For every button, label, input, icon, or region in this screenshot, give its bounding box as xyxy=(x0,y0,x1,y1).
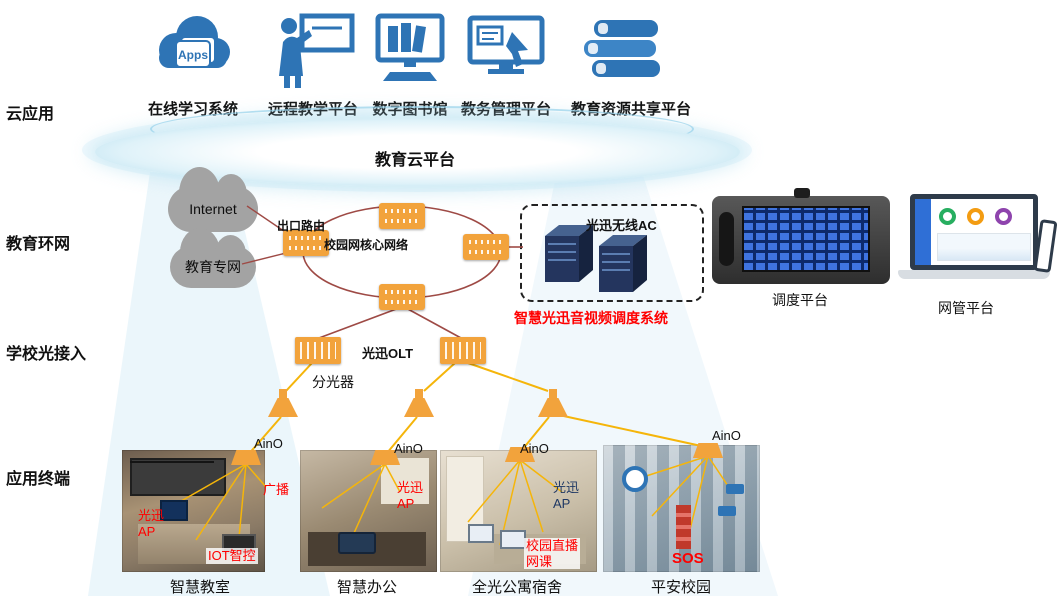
olt-label: 光迅OLT xyxy=(362,346,414,361)
books-stack-icon xyxy=(584,20,660,77)
svg-text:Apps: Apps xyxy=(178,48,208,62)
tag-sos: SOS xyxy=(672,550,704,567)
wireless-ac-label: 光迅无线AC xyxy=(586,218,657,233)
caption-safe-campus: 平安校园 xyxy=(650,579,712,596)
ap-icon-classroom xyxy=(231,450,261,465)
caption-optical-dorm: 全光公寓宿舍 xyxy=(471,579,563,596)
core-network-label: 校园网核心网络 xyxy=(324,238,409,252)
classroom-monitor-icon xyxy=(160,500,188,521)
sos-pillar xyxy=(676,505,691,549)
ap-name-office: AinO xyxy=(394,441,423,456)
tag-ap-classroom: 光迅 AP xyxy=(138,508,165,539)
dashboard-donut-green xyxy=(939,208,956,225)
dorm-terminal-icon-1 xyxy=(468,524,494,543)
section-label-ring-network: 教育环网 xyxy=(6,236,71,253)
caption-smart-office: 智慧办公 xyxy=(336,579,398,596)
camera-icon-1 xyxy=(726,484,744,494)
caption-smart-classroom: 智慧教室 xyxy=(169,579,231,596)
core-router-bottom-icon xyxy=(379,284,425,310)
exit-router-label: 出口路由 xyxy=(277,219,326,233)
olt-icon-left xyxy=(295,337,341,364)
section-label-cloud-apps: 云应用 xyxy=(6,106,55,123)
dashboard-chart xyxy=(937,233,1031,261)
laptop-dashboard-sidebar xyxy=(915,199,931,265)
laptop-screen xyxy=(910,194,1038,270)
av-dispatch-system-label: 智慧光迅音视频调度系统 xyxy=(514,310,668,326)
ap-icon-office xyxy=(370,450,400,465)
apps-cloud-icon: Apps xyxy=(159,16,230,68)
splitter-icon-3 xyxy=(538,389,568,417)
ap-icon-campus xyxy=(693,443,723,458)
dorm-terminal-icon-2 xyxy=(500,530,526,549)
camera-icon-2 xyxy=(718,506,736,516)
splitter-icon-1 xyxy=(268,389,298,417)
internet-cloud: Internet xyxy=(168,166,258,232)
classroom-pointer-line xyxy=(130,461,214,463)
education-cloud-platform-label: 教育云平台 xyxy=(374,152,456,169)
dashboard-donut-purple xyxy=(995,208,1012,225)
wireless-ac-dashed-box xyxy=(520,204,704,302)
tag-ap-dorm: 光迅 AP xyxy=(553,480,580,511)
edu-private-network-cloud: 教育专网 xyxy=(170,228,256,288)
nms-platform-label: 网管平台 xyxy=(938,300,994,316)
core-router-top-icon xyxy=(379,203,425,229)
olt-icon-right xyxy=(440,337,486,364)
teacher-board-icon xyxy=(279,13,355,88)
internet-cloud-label: Internet xyxy=(189,201,237,217)
console-screen xyxy=(742,206,870,272)
ap-name-dorm: AinO xyxy=(520,441,549,456)
edu-private-network-label: 教育专网 xyxy=(185,259,241,275)
ap-name-classroom: AinO xyxy=(254,436,283,451)
dispatch-console-device xyxy=(712,188,890,284)
digital-library-icon xyxy=(375,13,445,81)
speaker-icon xyxy=(622,466,648,492)
ap-icon-dorm xyxy=(505,447,535,462)
console-handset xyxy=(719,212,734,266)
console-camera xyxy=(794,188,810,198)
splitter-label: 分光器 xyxy=(312,374,354,390)
exit-router-icon xyxy=(283,230,329,256)
tag-ap-office: 光迅 AP xyxy=(397,480,424,511)
tag-iot-control: IOT智控 xyxy=(206,548,258,564)
dashboard-donut-orange xyxy=(967,208,984,225)
ac-server-icon-1 xyxy=(545,225,593,282)
dispatch-platform-label: 调度平台 xyxy=(772,292,828,308)
tag-broadcast: 广播 xyxy=(263,482,290,497)
office-phone-icon xyxy=(338,532,376,554)
section-label-optical-access: 学校光接入 xyxy=(6,346,87,363)
core-router-right-icon xyxy=(463,234,509,260)
nms-laptop-device xyxy=(898,194,1058,288)
management-platform-icon xyxy=(467,15,545,74)
splitter-icon-2 xyxy=(404,389,434,417)
laptop-base xyxy=(898,270,1050,279)
tag-campus-live-class: 校园直播 网课 xyxy=(524,538,581,570)
ap-name-campus: AinO xyxy=(712,428,741,443)
ac-server-icon-2 xyxy=(599,235,647,292)
section-label-terminals: 应用终端 xyxy=(6,471,71,488)
